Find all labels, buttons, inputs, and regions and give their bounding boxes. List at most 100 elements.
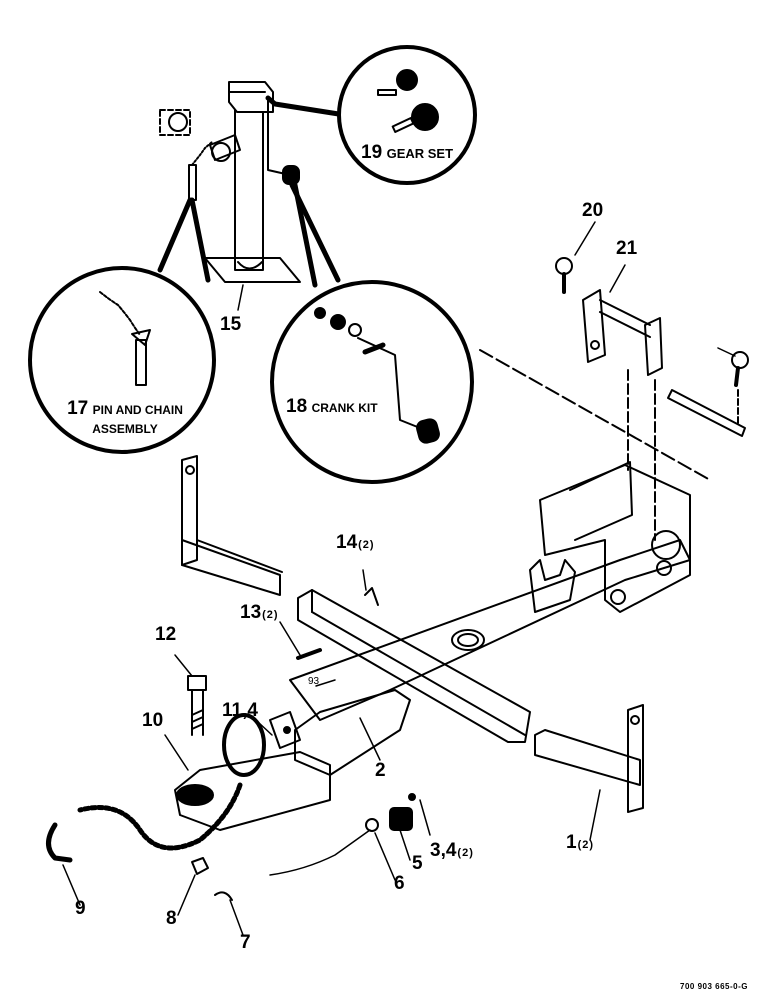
clevis-pin-top (599, 299, 651, 326)
callout-14: 14(2) (336, 532, 375, 553)
rear-slot-bracket (529, 559, 576, 613)
jack-mount-collar (211, 142, 231, 162)
jack-swivel-hole (168, 112, 188, 132)
callout-9: 9 (75, 898, 86, 919)
clevis-pin-bottom (599, 311, 651, 338)
left-leg-tube-top (196, 539, 283, 573)
hitch-plate (294, 689, 411, 776)
connector-5 (389, 807, 413, 831)
label-93: 93 (308, 676, 320, 687)
crank-pin (362, 342, 386, 355)
jack-assembly (159, 81, 301, 283)
crank-washer (314, 307, 326, 319)
rear-mount-hole (651, 530, 681, 560)
right-leg-tube (534, 729, 641, 786)
caption-17-crank-kit: 18 CRANK KIT (286, 396, 378, 417)
bolt-12-head (187, 675, 207, 691)
left-leg-hole (185, 465, 195, 475)
ring-pin-19a (555, 257, 573, 275)
right-leg-hole (630, 715, 640, 725)
inset-pin (135, 339, 147, 386)
crossbar-tube (297, 589, 531, 743)
callout-11-4: 11,4 (222, 700, 258, 721)
gear-small (396, 69, 418, 91)
inset-18-leader (265, 95, 348, 118)
coupler-eye (176, 784, 214, 806)
pin-centerline-d (479, 349, 711, 481)
gear-pin-1 (377, 89, 397, 96)
ring-pin-21 (731, 351, 749, 369)
callout-10: 10 (142, 710, 164, 731)
coupler-body (174, 751, 331, 831)
bolt-13 (296, 648, 322, 660)
callout-13: 13(2) (240, 602, 279, 623)
electrical-connector (269, 793, 416, 876)
jack-pin (188, 164, 197, 201)
clevis-pin-parts (479, 257, 749, 541)
crank-handle (357, 337, 421, 429)
jack-foot-plate (204, 257, 301, 283)
crank-gear (330, 314, 346, 330)
rear-mount-box (539, 464, 691, 613)
inset-crank-kit (270, 280, 474, 484)
jack-crank-knob (282, 165, 300, 185)
callout-8: 8 (166, 908, 177, 929)
inset-gear-set (337, 45, 477, 185)
connector-nut-6 (365, 818, 379, 832)
hitch-hardware (46, 675, 331, 901)
jack-top-cap (228, 81, 274, 113)
tongue-hole (457, 633, 479, 647)
bolt-12-thread (191, 709, 204, 730)
callout-15: 15 (220, 314, 242, 335)
jack-tube (234, 99, 264, 271)
callout-6: 6 (394, 873, 405, 894)
jack-pin-chain (191, 141, 213, 166)
leaders (62, 221, 736, 936)
inset-16-leader-b (189, 197, 211, 283)
chain-hook-9 (46, 822, 73, 863)
crossbar-lower-edge (311, 611, 526, 736)
safety-chain (77, 782, 243, 851)
hitch-pin-21 (667, 389, 746, 437)
callout-19: 20 (582, 200, 604, 221)
tongue-hole-ring (451, 629, 485, 651)
callout-20: 21 (616, 238, 638, 259)
right-leg-upright (627, 704, 644, 813)
ring-pin-21-shaft (734, 366, 740, 387)
jack-base-ring (237, 261, 263, 270)
callout-12: 12 (155, 624, 177, 645)
gear-large (411, 103, 439, 131)
jack-swivel-tube (159, 109, 191, 136)
crank-knob (416, 418, 440, 444)
clevis-plate-b (644, 317, 663, 376)
left-leg-upright (181, 455, 198, 566)
callout-1: 1(2) (566, 832, 595, 853)
left-leg-tube (181, 539, 281, 596)
inset-chain (99, 291, 141, 336)
callout-2: 2 (375, 760, 386, 781)
nut-8 (191, 857, 209, 875)
clip-14 (364, 587, 379, 606)
main-tongue (289, 539, 691, 721)
inset-pin-chain (28, 266, 216, 454)
rear-mount-plate (569, 461, 633, 541)
clevis-hole-a (590, 340, 600, 350)
bracket-11 (269, 711, 301, 749)
callout-3-4: 3,4(2) (430, 840, 474, 861)
crank-bushing (348, 323, 362, 337)
rear-box-hole-a (610, 589, 626, 605)
bracket-11-bolt (283, 726, 291, 734)
callout-7: 7 (240, 932, 251, 953)
chain-ring (222, 713, 266, 777)
caption-18-gear-set: 19 GEAR SET (361, 142, 454, 163)
cotter-7 (214, 891, 233, 901)
screw-3 (408, 793, 416, 801)
connector-wire (269, 829, 371, 876)
hitch-frame (181, 455, 691, 813)
rear-box-hole-b (656, 560, 672, 576)
caption-16-pin-chain: 17 PIN AND CHAIN ASSEMBLY (67, 398, 183, 436)
clevis-plate-a (582, 289, 606, 363)
inset-17-leader-b (292, 182, 318, 288)
